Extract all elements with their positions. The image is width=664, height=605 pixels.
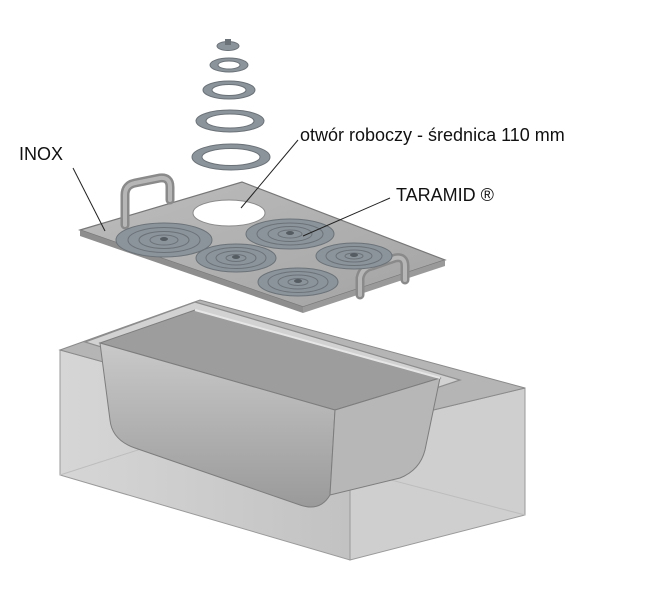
taramid-ring-set-4	[315, 242, 393, 270]
taramid-ring-set-1	[115, 222, 213, 258]
label-taramid: TARAMID ®	[396, 185, 494, 205]
taramid-ring-set-2	[245, 218, 335, 250]
working-hole	[192, 199, 266, 227]
taramid-ring-set-5	[257, 267, 339, 297]
leader-line-inox	[72, 167, 106, 232]
leader-line-taramid	[302, 197, 391, 237]
stainless-tub	[83, 301, 463, 508]
label-inox: INOX	[19, 144, 63, 164]
taramid-ring-set-3	[195, 243, 277, 273]
exploded-ring-5	[216, 39, 240, 51]
exploded-ring-1	[191, 143, 271, 171]
exploded-ring-4	[209, 57, 249, 73]
label-working-hole: otwór roboczy - średnica 110 mm	[300, 125, 565, 145]
exploded-ring-2	[195, 109, 265, 133]
lid-handle-left	[120, 173, 175, 230]
leader-line-working-hole	[240, 139, 299, 209]
exploded-ring-3	[202, 80, 256, 100]
